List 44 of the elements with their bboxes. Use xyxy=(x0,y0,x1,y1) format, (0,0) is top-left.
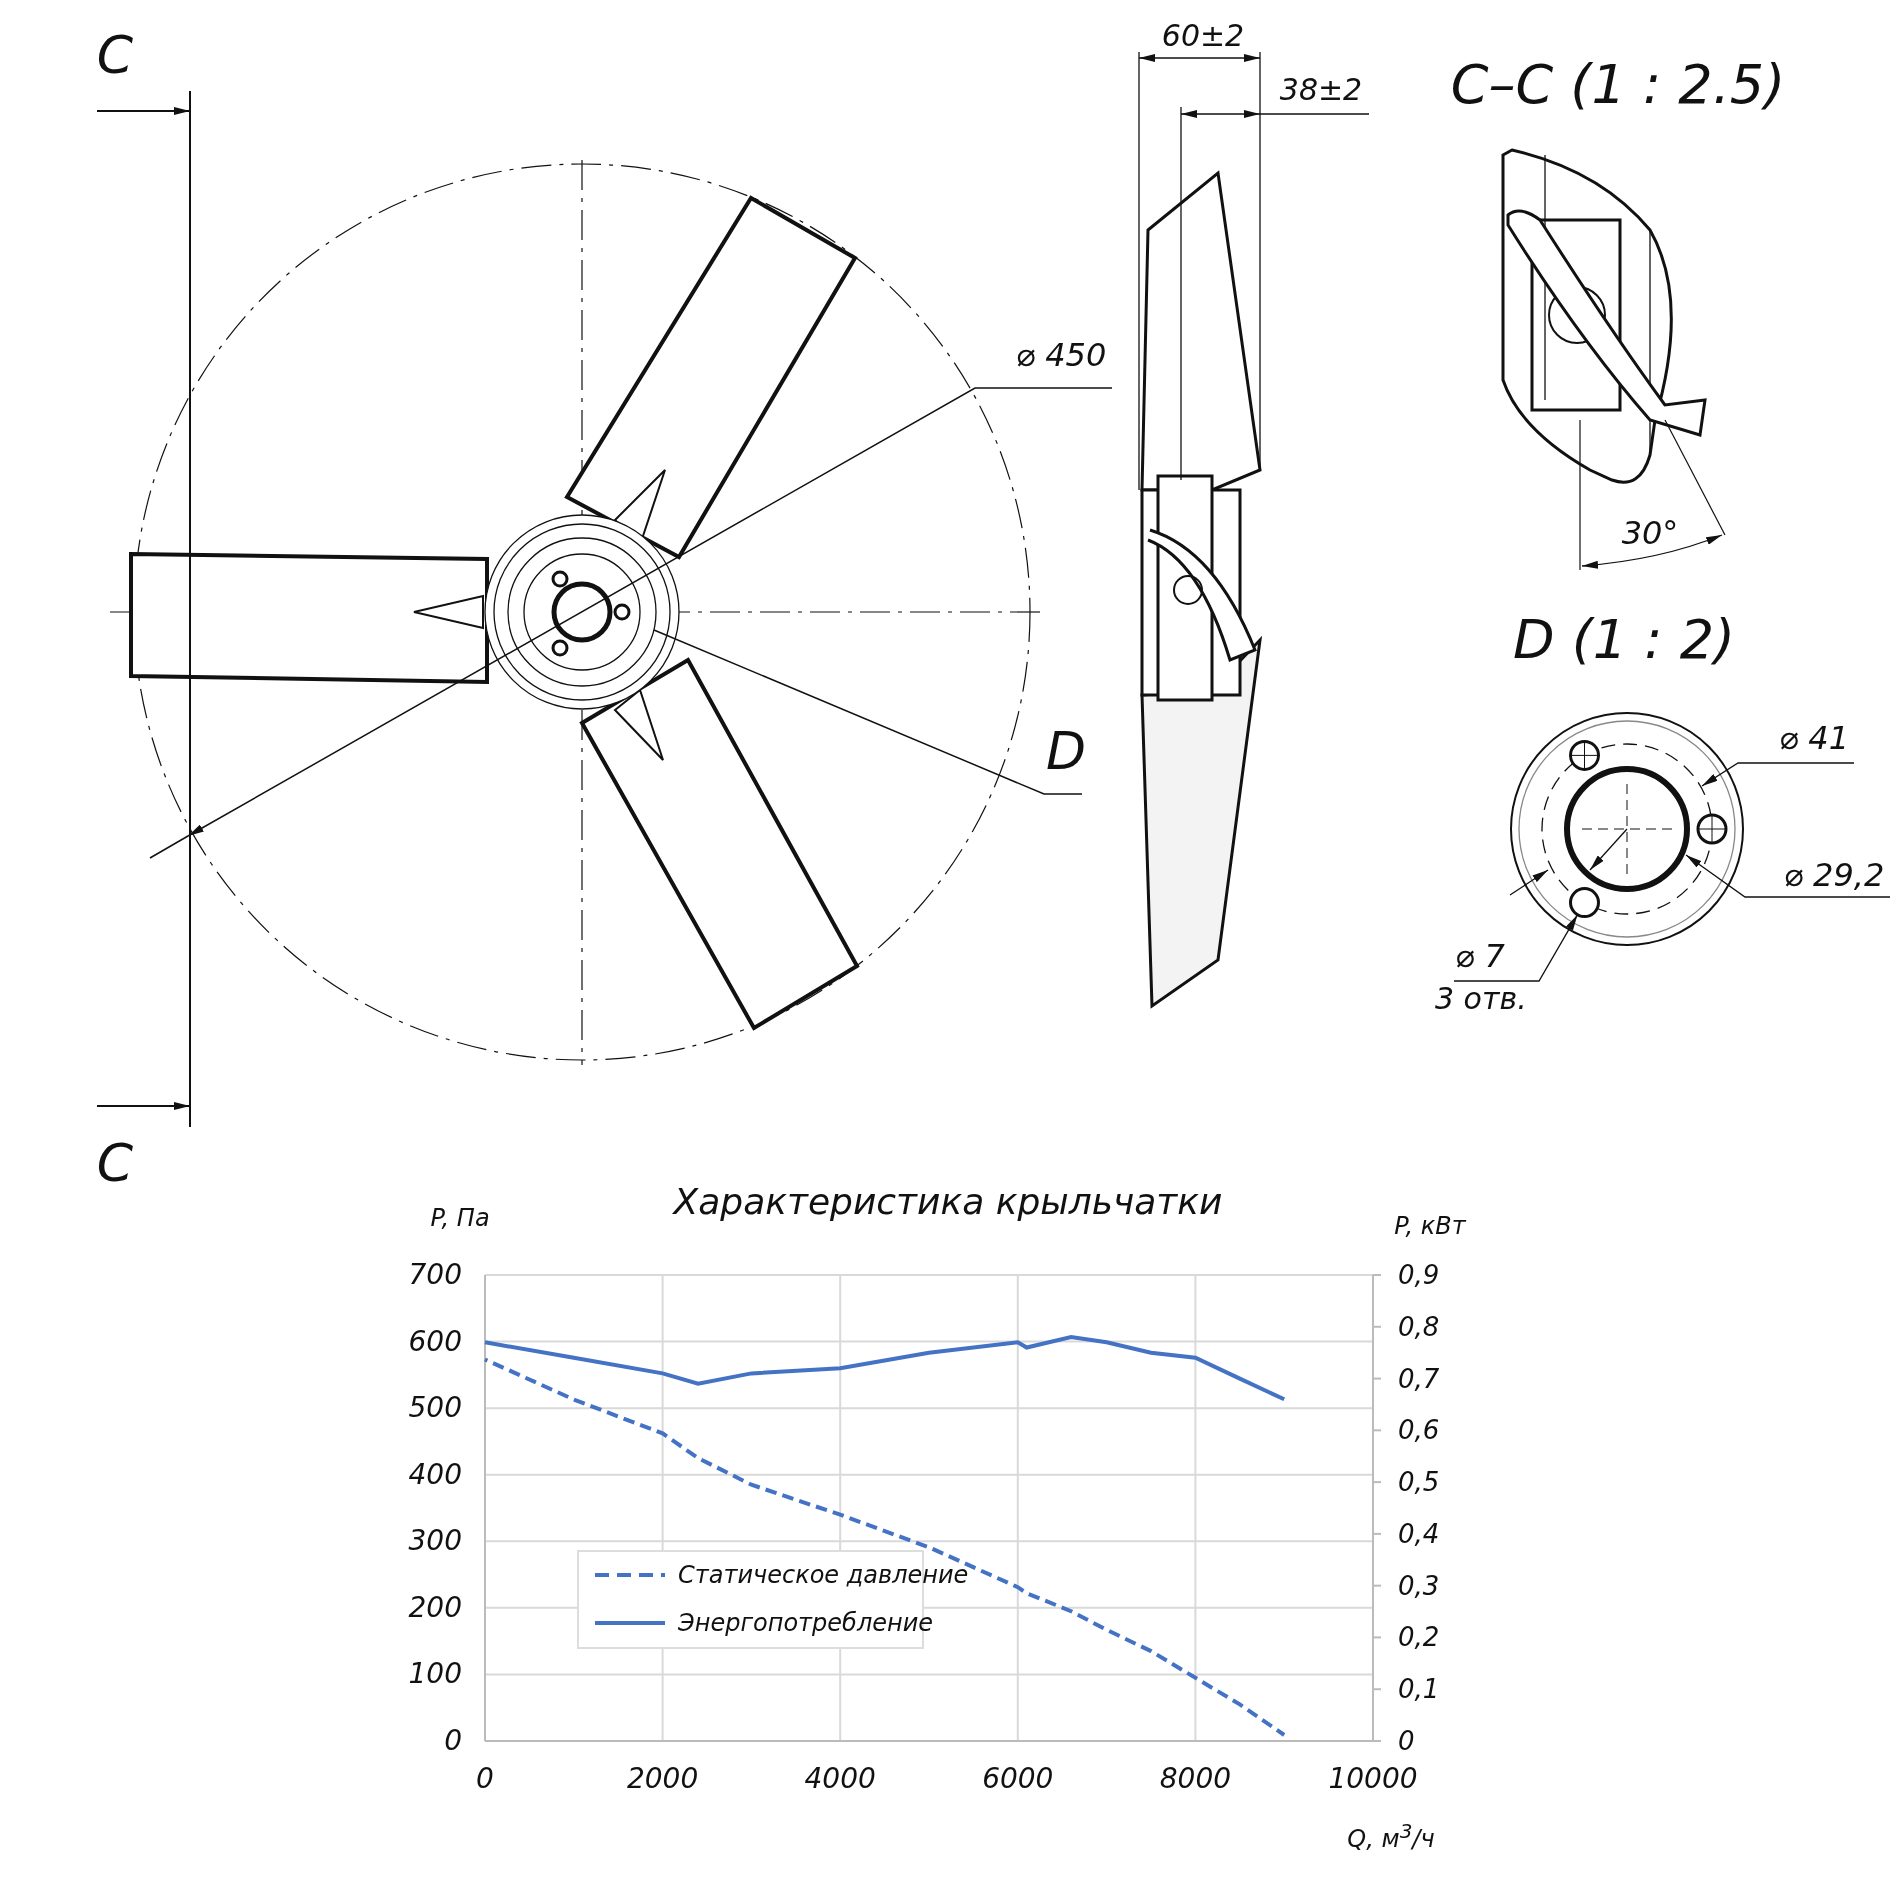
tick-label: 6000 xyxy=(982,1765,1054,1793)
tick-label: 4000 xyxy=(804,1765,876,1793)
tick-label: 0,8 xyxy=(1398,1313,1440,1340)
tick-label: 300 xyxy=(408,1527,462,1556)
axis-title: P, кВт xyxy=(1394,1214,1466,1238)
tick-label: 0,7 xyxy=(1398,1365,1440,1392)
chart-title: Характеристика крыльчатки xyxy=(673,1184,1223,1220)
tick-label: 0,4 xyxy=(1398,1520,1440,1547)
tick-label: 100 xyxy=(408,1660,462,1689)
tick-label: 8000 xyxy=(1159,1765,1231,1793)
leader-line xyxy=(1453,914,1579,982)
dimension-label: 60±2 xyxy=(1161,21,1245,51)
view-title: C–C (1 : 2.5) xyxy=(1450,58,1786,112)
dimension-label: ⌀ 41 xyxy=(1778,722,1850,754)
tick-label: 0 xyxy=(1398,1728,1415,1754)
axis-title: P, Па xyxy=(430,1206,490,1230)
dimension-label: ⌀ 29,2 xyxy=(1783,859,1885,891)
dimension-label: ⌀ 450 xyxy=(1015,339,1107,371)
tick-label: 10000 xyxy=(1328,1765,1418,1793)
section-letter: C xyxy=(96,29,134,81)
view-letter: D xyxy=(1046,725,1086,777)
axis-title: Q, м$^{3}$/ч xyxy=(1347,1821,1435,1851)
tick-label: 400 xyxy=(408,1460,462,1489)
dimension-label: 38±2 xyxy=(1279,75,1363,105)
tick-label: 500 xyxy=(408,1394,462,1423)
view-title: D (1 : 2) xyxy=(1512,613,1736,667)
tick-label: 0,1 xyxy=(1398,1676,1440,1703)
legend-label: Статическое давление xyxy=(678,1563,969,1587)
tick-label: 0 xyxy=(476,1765,494,1793)
dimension-label: ⌀ 7 xyxy=(1455,940,1505,972)
tick-label: 0,9 xyxy=(1398,1262,1440,1288)
tick-label: 0,3 xyxy=(1398,1572,1440,1599)
tick-label: 200 xyxy=(408,1593,462,1622)
tick-label: 0,5 xyxy=(1398,1469,1440,1496)
angle-label: 30° xyxy=(1621,517,1679,549)
tick-label: 2000 xyxy=(626,1765,699,1793)
tick-label: 0,6 xyxy=(1398,1417,1440,1444)
tick-label: 700 xyxy=(408,1261,462,1289)
tick-label: 0,2 xyxy=(1398,1624,1440,1651)
tick-label: 0 xyxy=(444,1727,462,1755)
tick-label: 600 xyxy=(408,1327,462,1356)
legend-label: Энергопотребление xyxy=(678,1611,934,1635)
dimension-note: 3 отв. xyxy=(1435,984,1527,1014)
section-letter: C xyxy=(96,1137,134,1189)
